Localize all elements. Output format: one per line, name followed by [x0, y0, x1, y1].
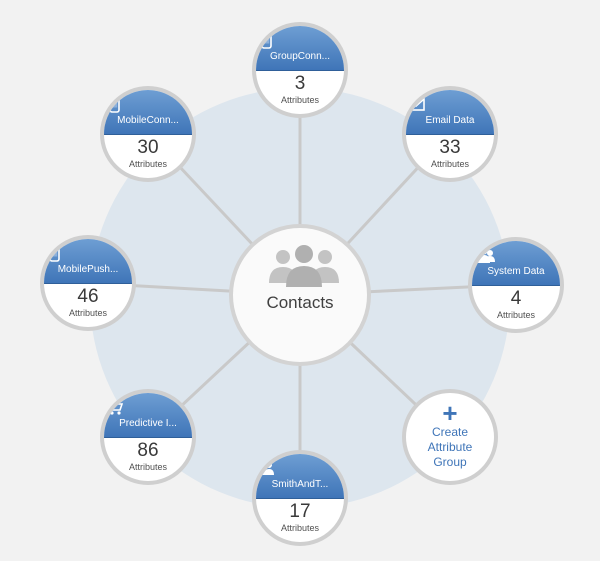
node-header: Email Data: [406, 90, 494, 135]
envelope-icon: [407, 98, 425, 111]
node-sub: Attributes: [128, 159, 168, 169]
node-count: 4: [510, 288, 522, 309]
node-label: System Data: [487, 266, 545, 277]
contacts-title: Contacts: [266, 293, 334, 312]
create-text-line-2: Attribute: [427, 440, 473, 454]
node-sub: Attributes: [128, 462, 168, 472]
attribute-group-groupconn[interactable]: GroupConn... 3 Attributes: [252, 22, 348, 118]
node-header: MobileConn...: [104, 90, 192, 135]
user-pair-icon: [258, 462, 274, 475]
node-count: 86: [137, 440, 159, 461]
shopping-cart-icon: [106, 400, 124, 415]
attribute-group-predictive[interactable]: Predictive I... 86 Attributes: [100, 389, 196, 485]
contacts-hub[interactable]: Contacts: [229, 224, 371, 366]
node-count: 33: [439, 137, 461, 158]
mobile-phone-icon: [49, 245, 60, 262]
node-header: Predictive I...: [104, 393, 192, 438]
node-header: GroupConn...: [256, 26, 344, 71]
node-header: SmithAndT...: [256, 454, 344, 499]
node-label: Email Data: [425, 115, 475, 126]
create-text-line-1: Create: [431, 425, 469, 439]
node-count: 46: [77, 286, 99, 307]
node-sub: Attributes: [280, 95, 320, 105]
node-label: GroupConn...: [269, 51, 331, 62]
node-sub: Attributes: [430, 159, 470, 169]
node-header: System Data: [472, 241, 560, 286]
attribute-group-email-data[interactable]: Email Data 33 Attributes: [402, 86, 498, 182]
create-attribute-group-button[interactable]: + Create Attribute Group: [402, 389, 498, 485]
node-label: MobilePush...: [57, 264, 119, 275]
people-group-icon: [269, 245, 339, 287]
users-icon: [473, 247, 495, 263]
attribute-group-mobileconn[interactable]: MobileConn... 30 Attributes: [100, 86, 196, 182]
plus-icon: +: [442, 398, 458, 428]
node-header: MobilePush...: [44, 239, 132, 284]
node-count: 30: [137, 137, 159, 158]
node-count: 3: [294, 73, 306, 94]
mobile-phone-icon: [261, 32, 272, 49]
attribute-group-smithandt[interactable]: SmithAndT... 17 Attributes: [252, 450, 348, 546]
node-count: 17: [289, 501, 311, 522]
node-label: SmithAndT...: [271, 479, 329, 490]
node-sub: Attributes: [496, 310, 536, 320]
mobile-phone-icon: [109, 96, 120, 113]
node-label: Predictive I...: [119, 418, 177, 429]
node-sub: Attributes: [280, 523, 320, 533]
node-label: MobileConn...: [117, 115, 179, 126]
node-sub: Attributes: [68, 308, 108, 318]
attribute-group-mobilepush[interactable]: MobilePush... 46 Attributes: [40, 235, 136, 331]
create-text-line-3: Group: [433, 455, 467, 469]
attribute-group-system-data[interactable]: System Data 4 Attributes: [468, 237, 564, 333]
